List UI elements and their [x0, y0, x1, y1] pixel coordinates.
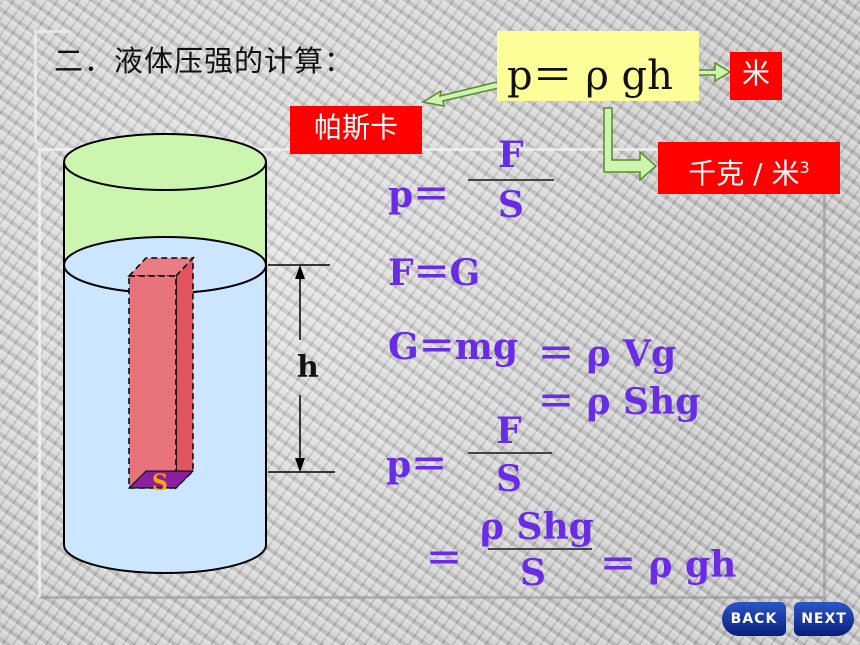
eq3-numerator: ρ Shg: [480, 506, 594, 548]
back-button[interactable]: BACK: [722, 602, 786, 636]
eq-rho-vg: ＝ ρ Vg: [538, 333, 677, 375]
arrow-to-pascal: [420, 81, 500, 107]
liquid-column: [127, 256, 195, 490]
eq1-fraction-bar: [468, 179, 554, 181]
eq-f-equals-g: F＝G: [388, 252, 481, 294]
unit-label-meter: 米: [730, 52, 782, 100]
cylinder-top: [63, 133, 267, 191]
unit-label-kg-per-m3: 千克 / 米3: [658, 142, 840, 194]
slide-title: 二．液体压强的计算：: [54, 44, 355, 78]
next-button[interactable]: NEXT: [794, 602, 854, 636]
unit-label-pascal: 帕斯卡: [290, 106, 422, 154]
eq2-lhs: p＝: [386, 444, 448, 486]
eq3-fraction-bar: [488, 548, 592, 550]
slide-frame-top: [34, 30, 71, 143]
eq3-result: ＝ ρ gh: [600, 544, 737, 586]
main-formula-box: p＝ ρ gh: [497, 31, 699, 101]
eq3-denominator: S: [520, 552, 546, 594]
height-label: h: [297, 350, 319, 385]
eq2-denominator: S: [496, 458, 522, 500]
column-base-area: [127, 470, 195, 489]
eq2-fraction-bar: [468, 452, 552, 454]
main-formula: p＝ ρ gh: [507, 53, 673, 99]
eq1-denominator: S: [498, 184, 524, 226]
arrow-to-kg: [603, 107, 658, 182]
unit-arrows: [420, 61, 732, 182]
eq-g-equals-mg: G＝mg: [388, 326, 519, 368]
cylinder: [63, 133, 267, 574]
eq3-equals: ＝: [426, 538, 463, 580]
slide-frame: [38, 148, 826, 599]
eq1-numerator: F: [498, 134, 524, 176]
height-marker: [268, 264, 335, 473]
eq2-numerator: F: [496, 410, 522, 452]
eq-rho-shg: ＝ ρ Shg: [538, 381, 701, 423]
eq1-lhs: p＝: [388, 174, 450, 216]
area-label: S: [152, 470, 168, 496]
